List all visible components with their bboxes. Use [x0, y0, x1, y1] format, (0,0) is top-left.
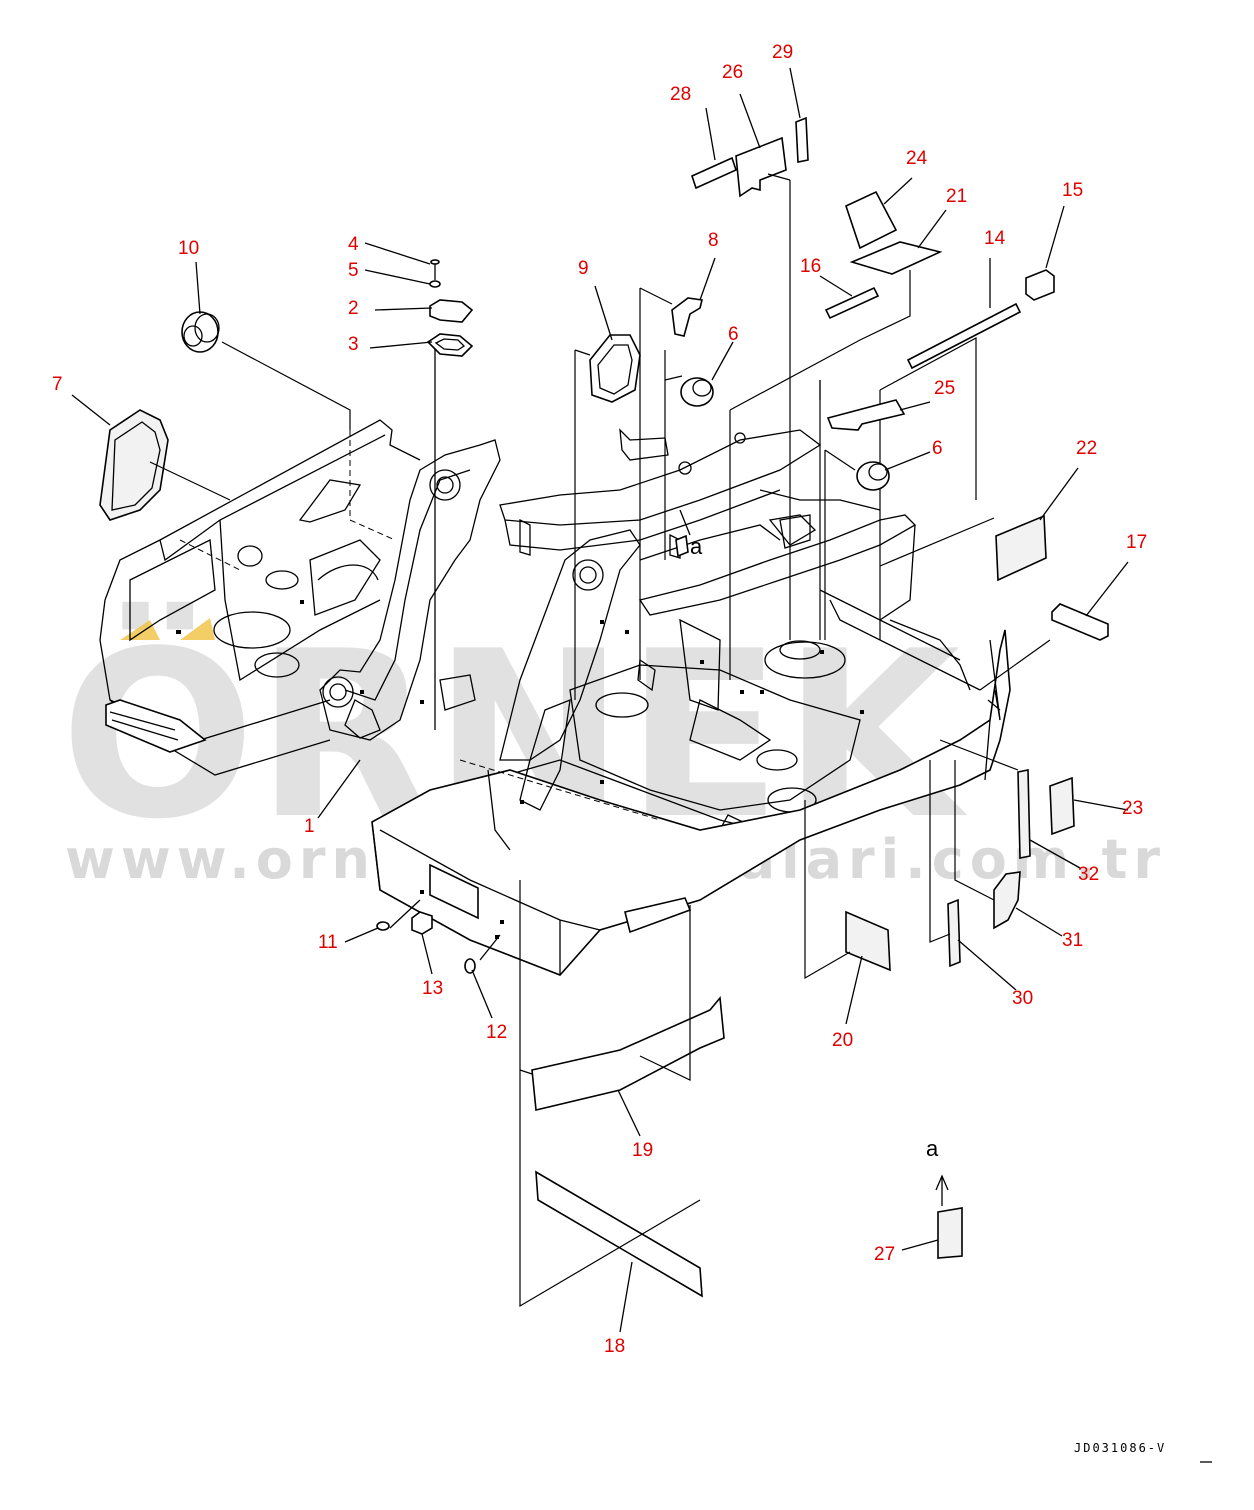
part-25-pad	[826, 399, 906, 431]
part-27-pad	[937, 1207, 963, 1259]
part-8-segment	[671, 297, 703, 337]
label-part-2: 2	[348, 298, 359, 319]
part-2-cover-plate	[429, 299, 474, 323]
label-part-6-lower: 6	[932, 438, 943, 459]
label-part-30: 30	[1012, 988, 1033, 1009]
label-part-24: 24	[906, 148, 928, 169]
drawing-code: JD031086-V	[1074, 1441, 1166, 1455]
part-24-pad	[845, 190, 898, 250]
part-31-pad	[993, 871, 1021, 930]
label-part-10: 10	[178, 238, 199, 259]
part-7-cover	[99, 409, 169, 521]
label-part-6-upper: 6	[728, 324, 739, 345]
label-part-25: 25	[934, 378, 955, 399]
part-22-pad	[995, 514, 1047, 582]
label-part-22: 22	[1076, 438, 1097, 459]
part-9-cover	[589, 334, 641, 403]
part-28-pad	[691, 156, 737, 190]
part-10-grommet	[181, 311, 220, 353]
part-19-strip	[531, 996, 725, 1111]
part-13-plug	[411, 911, 433, 935]
part-23-pad	[1049, 776, 1075, 836]
label-part-7: 7	[52, 374, 63, 395]
part-6-grommet	[680, 377, 714, 407]
part-32-strip	[1017, 769, 1031, 859]
label-part-21: 21	[946, 186, 967, 207]
label-part-3: 3	[348, 334, 359, 355]
label-part-31: 31	[1062, 930, 1083, 951]
part-29-pad	[795, 116, 809, 163]
label-part-8: 8	[708, 230, 719, 251]
part-16-strip	[824, 286, 880, 320]
part-6-grommet	[856, 461, 890, 491]
label-part-5: 5	[348, 260, 359, 281]
part-11-plug	[376, 921, 390, 931]
label-part-11: 11	[318, 932, 338, 953]
label-part-13: 13	[422, 978, 443, 999]
leader-lines	[71, 67, 1129, 1333]
label-part-9: 9	[578, 258, 589, 279]
label-part-14: 14	[984, 228, 1006, 249]
label-part-15: 15	[1062, 180, 1083, 201]
label-part-20: 20	[832, 1030, 853, 1051]
part-14-strip	[906, 302, 1022, 370]
label-part-19: 19	[632, 1140, 653, 1161]
label-part-27: 27	[874, 1244, 895, 1265]
part-26-pad	[735, 136, 787, 198]
part-5-washer	[429, 280, 441, 288]
part-12-plug	[464, 958, 476, 974]
reference-letter-in-frame: a	[690, 534, 703, 559]
part-21-pad	[849, 241, 943, 275]
label-part-16: 16	[800, 256, 821, 277]
label-part-1: 1	[304, 816, 315, 837]
revolving-frame	[99, 180, 1011, 976]
label-part-32: 32	[1078, 864, 1099, 885]
label-part-29: 29	[772, 42, 793, 63]
reference-letter-detail: a	[926, 1136, 939, 1161]
part-17-strip	[1051, 603, 1109, 641]
label-part-23: 23	[1122, 798, 1143, 819]
part-3-gasket	[426, 333, 474, 357]
part-18-strip	[535, 1170, 703, 1298]
label-part-17: 17	[1126, 532, 1147, 553]
part-30-strip	[947, 898, 961, 968]
watermark-accent-mark	[180, 618, 215, 640]
label-part-18: 18	[604, 1336, 625, 1357]
part-15-block	[1025, 269, 1055, 301]
label-part-4: 4	[348, 234, 359, 255]
part-20-pad	[845, 910, 891, 972]
label-part-28: 28	[670, 84, 691, 105]
parts	[99, 116, 1109, 1298]
part-labels: 1 2 3 4 5 6 6 7 8 9 10 11 12 13 14 15 16…	[52, 42, 1147, 1357]
label-part-12: 12	[486, 1022, 507, 1043]
part-4-bolt	[430, 259, 440, 280]
label-part-26: 26	[722, 62, 743, 83]
